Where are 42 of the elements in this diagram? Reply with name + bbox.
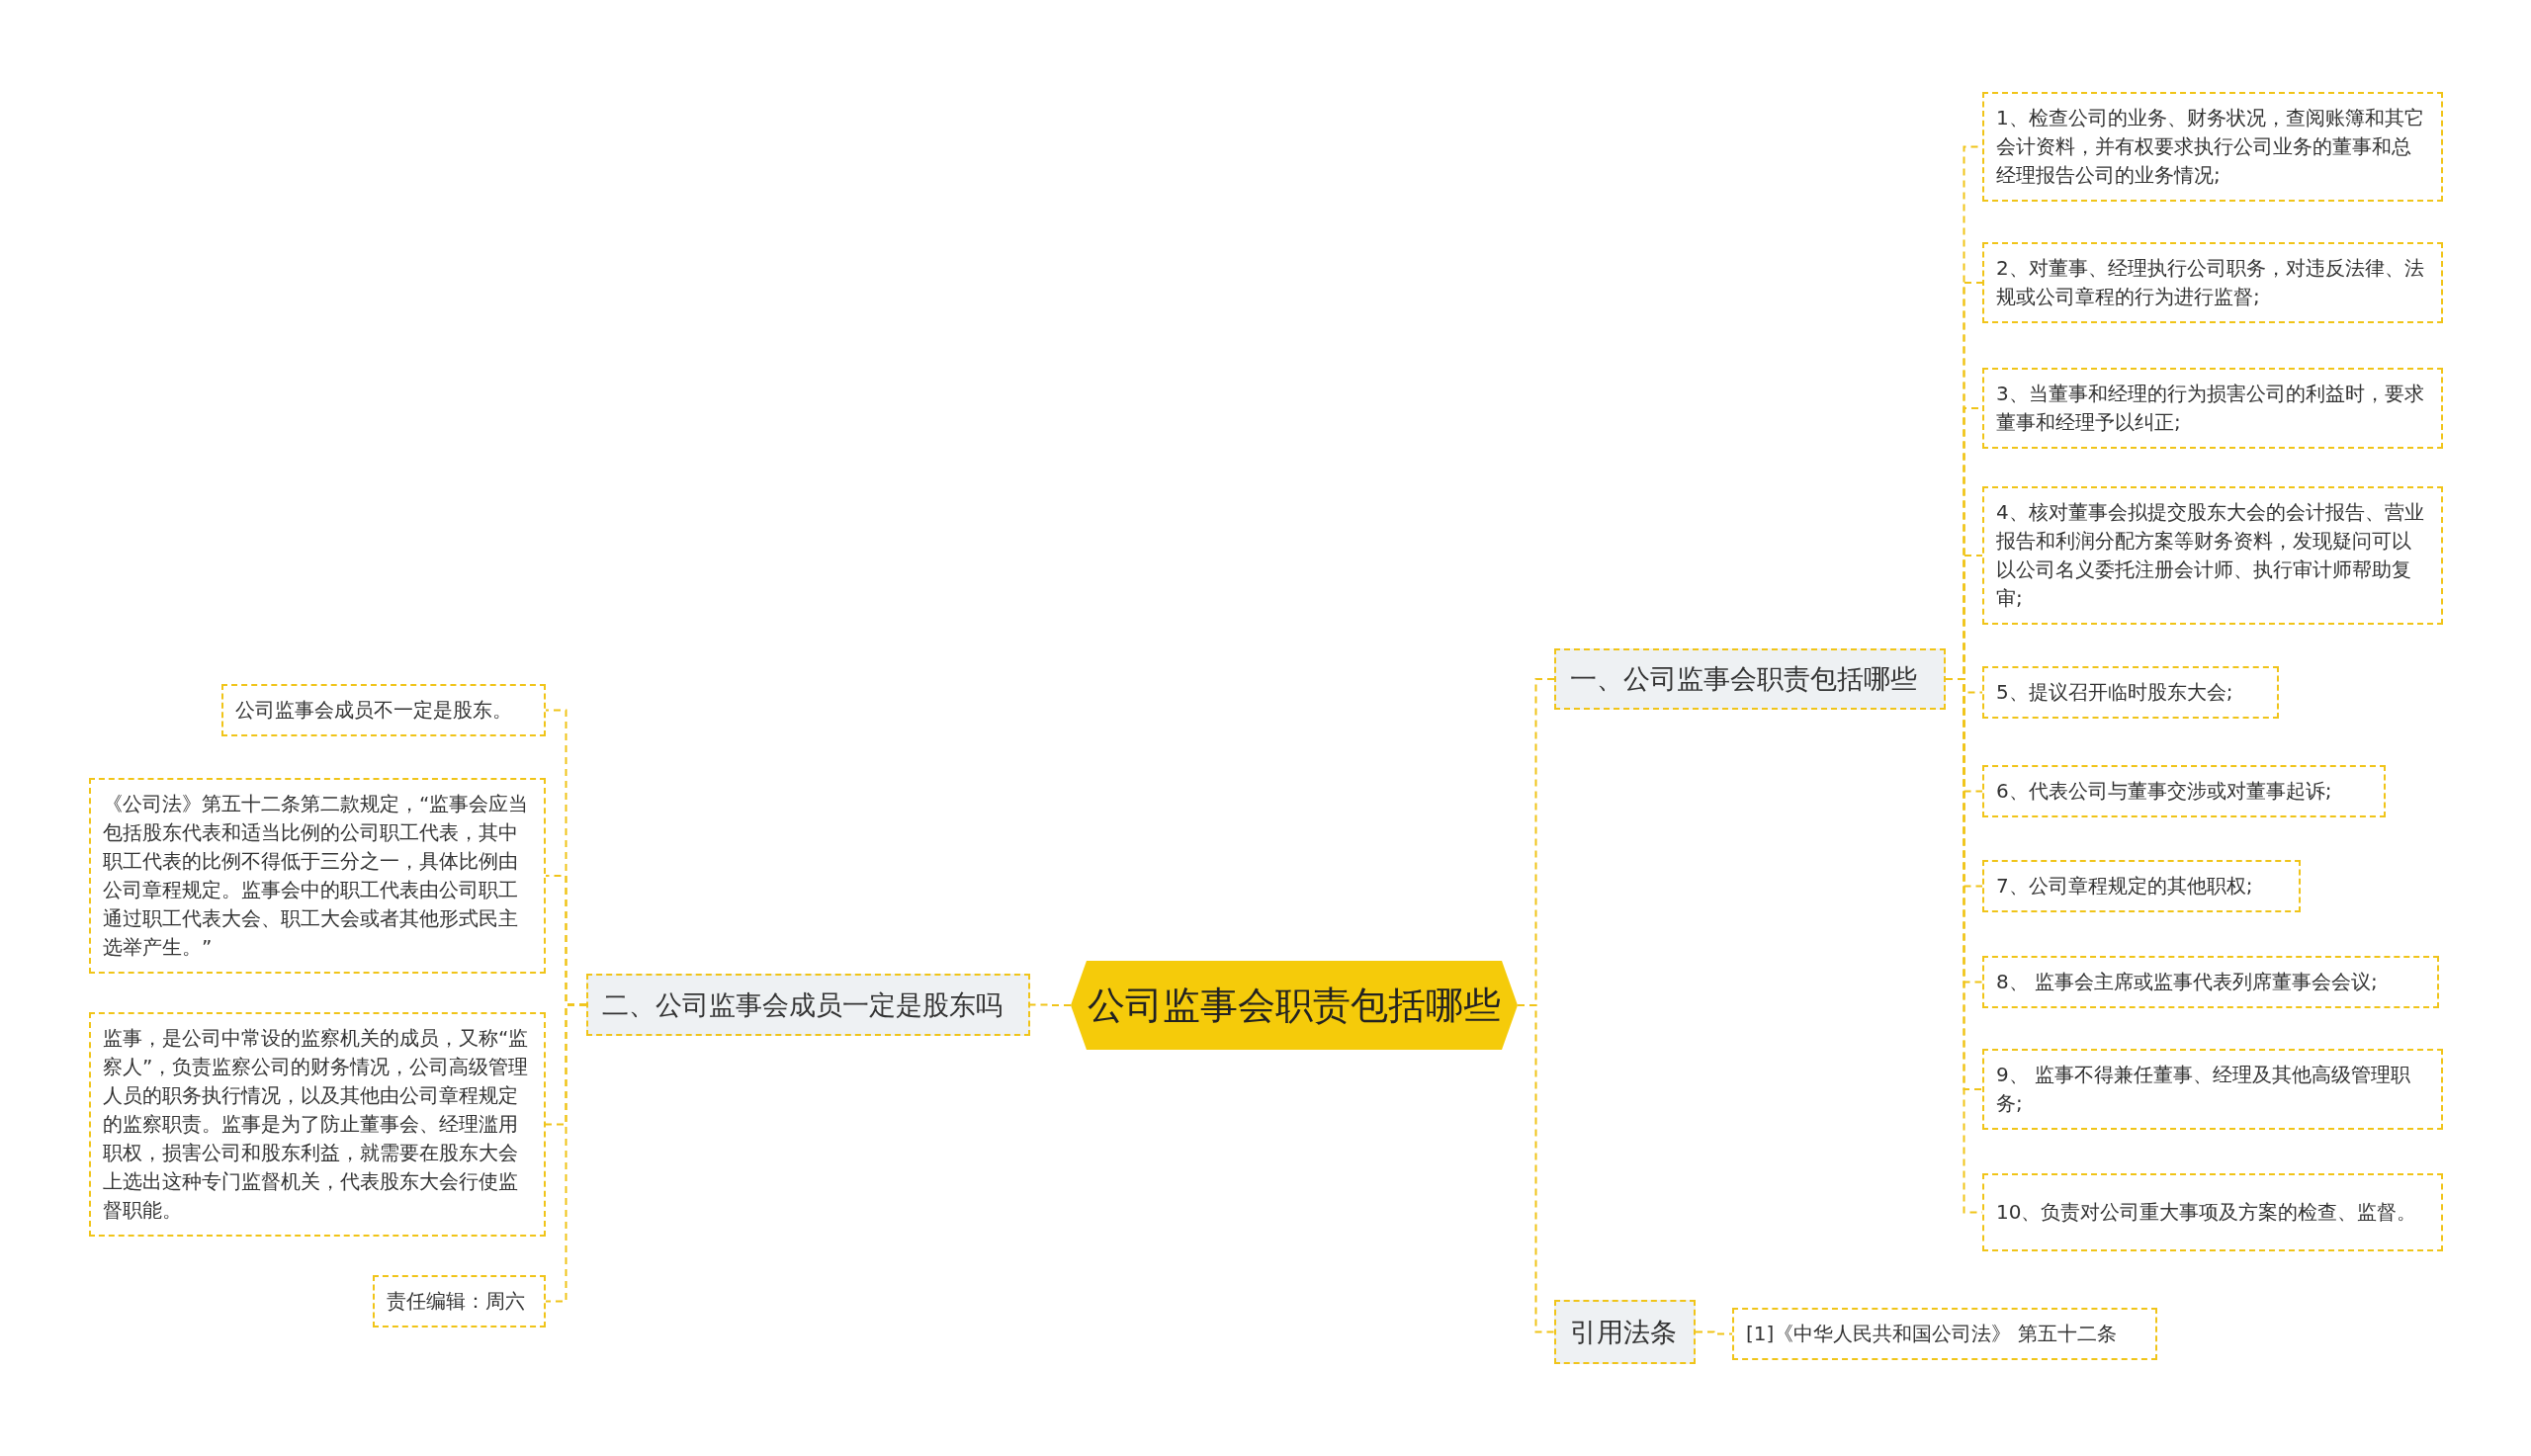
node-text: 监事，是公司中常设的监察机关的成员，又称“监察人”，负责监察公司的财务情况，公司高级管理人员的职务执行情况，以及其他由公司章程规定的监察职责。监事是为了防止董事会、经理滥用职权，损害公司和股东利益，就需要在股东大会上选出这种专门监督机关，代表股东大会行使监督职能。 bbox=[103, 1025, 530, 1224]
note-box bbox=[1982, 1049, 2443, 1130]
node-text: 公司监事会职责包括哪些 bbox=[1088, 982, 1501, 1029]
note-box bbox=[1982, 765, 2386, 817]
node-text: [1]《中华人民共和国公司法》 第五十二条 bbox=[1746, 1321, 2117, 1347]
node-text: 10、负责对公司重大事项及方案的检查、监督。 bbox=[1996, 1199, 2417, 1226]
topic-box bbox=[586, 974, 1030, 1036]
topic-box bbox=[1554, 1300, 1696, 1364]
node-text: 引用法条 bbox=[1570, 1315, 1677, 1349]
note-box bbox=[373, 1275, 546, 1328]
note-box bbox=[1982, 368, 2443, 449]
note-box bbox=[1982, 242, 2443, 323]
note-box bbox=[89, 1012, 546, 1237]
node-text: 公司监事会成员不一定是股东。 bbox=[235, 697, 512, 724]
node-text: 一、公司监事会职责包括哪些 bbox=[1570, 662, 1917, 696]
note-box bbox=[1982, 1173, 2443, 1251]
note-box bbox=[1982, 486, 2443, 625]
node-text: 1、检查公司的业务、财务状况，查阅账簿和其它会计资料，并有权要求执行公司业务的董事和总经理报告公司的业务情况; bbox=[1996, 105, 2425, 189]
note-box bbox=[1982, 666, 2279, 719]
note-box bbox=[1982, 956, 2439, 1008]
node-text: 6、代表公司与董事交涉或对董事起诉; bbox=[1996, 778, 2332, 805]
note-box bbox=[1982, 92, 2443, 202]
node-text: 8、 监事会主席或监事代表列席董事会会议; bbox=[1996, 969, 2378, 995]
node-text: 5、提议召开临时股东大会; bbox=[1996, 679, 2233, 706]
connector-line bbox=[545, 1003, 587, 1303]
note-box bbox=[221, 684, 546, 736]
note-box bbox=[1982, 860, 2301, 912]
note-box bbox=[1732, 1308, 2157, 1360]
node-text: 4、核对董事会拟提交股东大会的会计报告、营业报告和利润分配方案等财务资料，发现疑问可以以公司名义委托注册会计师、执行审计师帮助复审; bbox=[1996, 499, 2425, 612]
node-text: 责任编辑：周六 bbox=[387, 1288, 525, 1315]
connector-line bbox=[1695, 1330, 1733, 1335]
topic-box bbox=[1554, 648, 1946, 710]
connector-line bbox=[1517, 1004, 1555, 1333]
note-box bbox=[89, 778, 546, 974]
node-text: 9、 监事不得兼任董事、经理及其他高级管理职务; bbox=[1996, 1062, 2412, 1117]
central-topic bbox=[1071, 961, 1518, 1050]
node-text: 2、对董事、经理执行公司职务，对违反法律、法规或公司章程的行为进行监督; bbox=[1996, 255, 2425, 310]
node-text: 7、公司章程规定的其他职权; bbox=[1996, 873, 2253, 899]
node-text: 二、公司监事会成员一定是股东吗 bbox=[602, 987, 1003, 1022]
node-text: 《公司法》第五十二条第二款规定，“监事会应当包括股东代表和适当比例的公司职工代表，其中职工代表的比例不得低于三分之一，具体比例由公司章程规定。监事会中的职工代表由公司职工通过职工代表大会、职工大会或者其他形式民主选举产生。” bbox=[103, 791, 530, 961]
node-text: 3、当董事和经理的行为损害公司的利益时，要求董事和经理予以纠正; bbox=[1996, 381, 2425, 436]
connector-line bbox=[1029, 1003, 1072, 1006]
